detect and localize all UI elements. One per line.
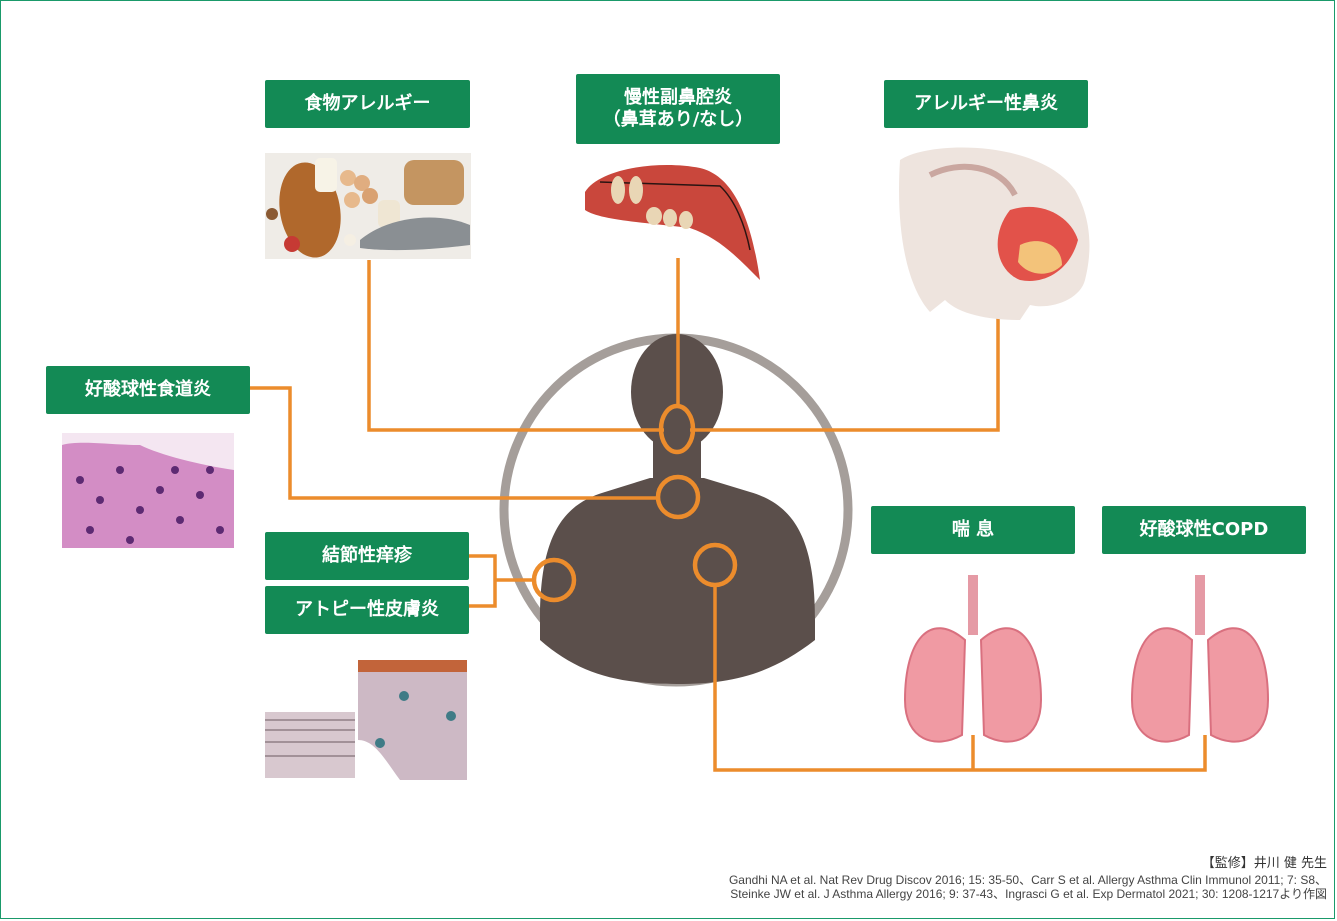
references: Gandhi NA et al. Nat Rev Drug Discov 201… [327,873,1327,901]
head-cross-section-illustration [899,148,1089,320]
label-allergic-rhinitis: アレルギー性鼻炎 [884,80,1088,128]
skin-layers-illustration [265,660,467,780]
supervision-credit: 【監修】井川 健 先生 [1202,852,1327,871]
label-eosinophilic-esophagitis: 好酸球性食道炎 [46,366,250,414]
nasal-cavity-illustration [585,165,760,280]
label-eosinophilic-copd: 好酸球性COPD [1102,506,1306,554]
food-photo [265,153,471,262]
reference-line-1: Gandhi NA et al. Nat Rev Drug Discov 201… [327,873,1327,887]
lungs-illustration-asthma [905,575,1041,742]
label-prurigo-nodularis: 結節性痒疹 [265,532,469,580]
label-atopic-dermatitis: アトピー性皮膚炎 [265,586,469,634]
label-asthma: 喘 息 [871,506,1075,554]
label-chronic-sinusitis: 慢性副鼻腔炎 （鼻茸あり/なし） [576,74,780,144]
lungs-illustration-copd [1132,575,1268,742]
reference-line-2: Steinke JW et al. J Asthma Allergy 2016;… [327,887,1327,901]
connector-skin-bracket [468,556,495,606]
histology-image [62,433,234,548]
label-food-allergy: 食物アレルギー [265,80,470,128]
